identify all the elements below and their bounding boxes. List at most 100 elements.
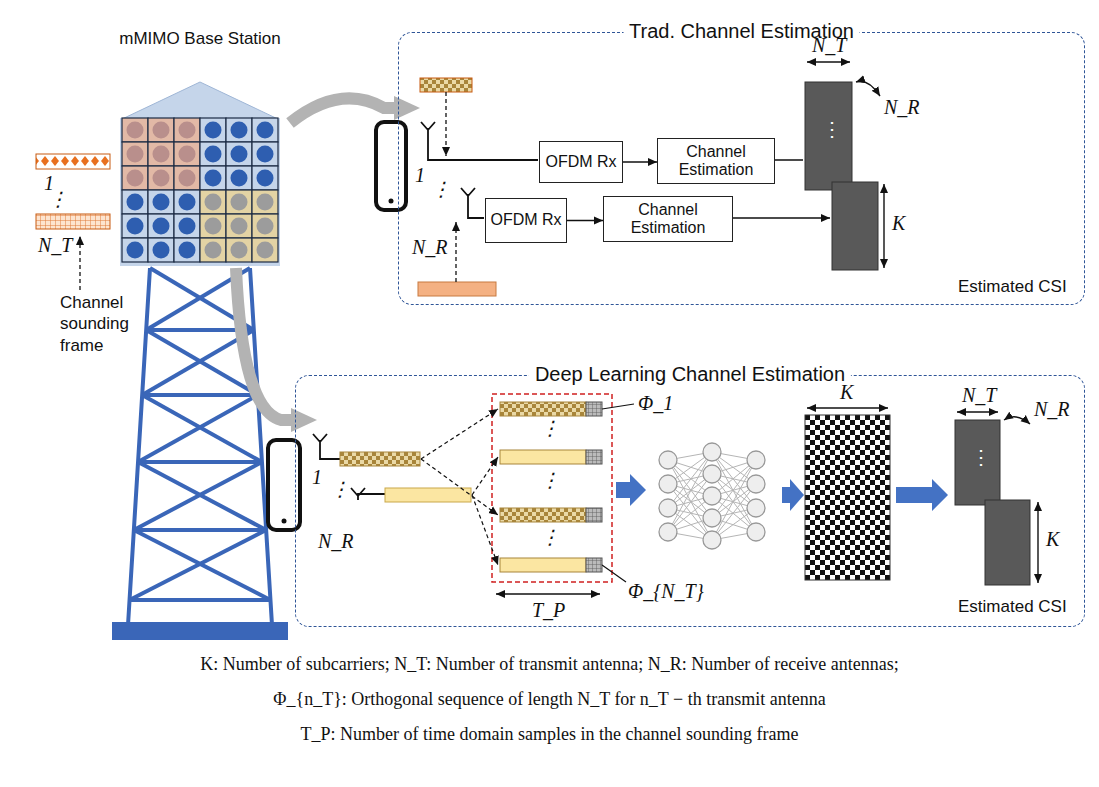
antenna-cell	[200, 238, 226, 262]
antenna-element	[153, 194, 170, 211]
antenna-cell	[226, 142, 252, 166]
annotation: K	[892, 212, 905, 234]
caption-line: K: Number of subcarriers; N_T: Number of…	[0, 655, 1099, 675]
annotation: ⋮	[540, 417, 560, 439]
antenna-element	[231, 146, 248, 163]
nn-neuron	[703, 531, 721, 549]
tower-brace	[130, 598, 271, 602]
antenna-element	[153, 218, 170, 235]
annotation: N_R	[884, 96, 920, 118]
antenna-element	[179, 146, 196, 163]
antenna-cell	[148, 190, 174, 214]
annotation: Channel sounding frame	[60, 292, 146, 356]
annotation: K	[1046, 528, 1059, 550]
antenna-cell	[148, 166, 174, 190]
antenna-element	[127, 242, 144, 259]
tower-brace	[138, 460, 262, 464]
annotation: Estimated CSI	[958, 278, 1067, 297]
antenna-element	[127, 122, 144, 139]
signal-arrow	[623, 161, 657, 163]
antenna-element	[257, 242, 274, 259]
antenna-cell	[226, 190, 252, 214]
antenna-cell	[200, 190, 226, 214]
annotation: N_R	[318, 530, 354, 552]
tower-brace	[130, 530, 267, 600]
annotation: Φ_1	[638, 392, 673, 414]
box-label: OFDM Rx	[545, 153, 616, 171]
antenna-element	[231, 194, 248, 211]
caption-line: Φ_{n_T}: Orthogonal sequence of length N…	[0, 690, 1099, 710]
antenna-cell	[148, 142, 174, 166]
nn-neuron	[747, 499, 765, 517]
nn-neuron	[659, 451, 677, 469]
antenna-cell	[148, 238, 174, 262]
tower-brace	[142, 393, 258, 397]
antenna-element	[205, 122, 222, 139]
nn-neuron	[703, 487, 721, 505]
antenna-cell	[200, 142, 226, 166]
nn-neuron	[747, 475, 765, 493]
antenna-element	[127, 194, 144, 211]
nn-neuron	[703, 509, 721, 527]
flow-arrow	[236, 268, 295, 420]
antenna-cell	[148, 118, 174, 142]
antenna-cell	[200, 166, 226, 190]
orthogonal-sequence	[586, 508, 602, 522]
antenna-element	[205, 146, 222, 163]
nn-neuron	[747, 523, 765, 541]
antenna-cell	[252, 238, 278, 262]
orthogonal-sequence	[586, 558, 602, 572]
tower-brace	[134, 462, 262, 530]
antenna-cell	[200, 118, 226, 142]
antenna-cell	[226, 214, 252, 238]
flow-arrow	[290, 98, 398, 123]
annotation: Estimated CSI	[958, 598, 1067, 617]
annotation: K	[840, 381, 853, 403]
process-box: OFDM Rx	[485, 198, 567, 243]
annotation: N_T	[962, 384, 996, 406]
nn-neuron	[747, 451, 765, 469]
annotation: N_R	[412, 236, 448, 258]
antenna-element	[205, 218, 222, 235]
base-station: mMIMO Base Station	[110, 28, 290, 268]
antenna-cell	[200, 214, 226, 238]
antenna-element	[205, 194, 222, 211]
box-label: Channel Estimation	[662, 143, 770, 180]
caption-line: T_P: Number of time domain samples in th…	[0, 725, 1099, 745]
heading: mMIMO Base Station	[110, 28, 290, 49]
antenna-cell	[252, 214, 278, 238]
sample-bar	[500, 450, 586, 464]
antenna-cell	[252, 118, 278, 142]
nn-neuron	[659, 499, 677, 517]
tower-brace	[142, 395, 262, 462]
tower-brace	[138, 395, 258, 462]
antenna-element	[231, 242, 248, 259]
antenna-element	[231, 122, 248, 139]
antenna-element	[153, 242, 170, 259]
tower-brace	[134, 528, 266, 532]
annotation: ⋮	[48, 188, 68, 210]
nn-neuron	[703, 465, 721, 483]
antenna-cell	[122, 142, 148, 166]
antenna-element	[127, 170, 144, 187]
antenna-cell	[174, 190, 200, 214]
antenna-element	[153, 122, 170, 139]
antenna-cell	[226, 118, 252, 142]
sample-bar	[500, 558, 586, 572]
sample-bar	[500, 402, 586, 416]
antenna-element	[179, 170, 196, 187]
orthogonal-sequence	[586, 402, 602, 416]
process-box: OFDM Rx	[539, 141, 623, 183]
antenna-element	[257, 170, 274, 187]
antenna-cell	[174, 166, 200, 190]
orthogonal-sequence	[586, 450, 602, 464]
antenna-cell	[226, 238, 252, 262]
antenna-cell	[122, 118, 148, 142]
antenna-cell	[148, 214, 174, 238]
antenna-cell	[174, 214, 200, 238]
box-label: OFDM Rx	[490, 211, 561, 229]
antenna-cell	[174, 142, 200, 166]
antenna-element	[153, 146, 170, 163]
annotation: N_T	[38, 234, 72, 256]
